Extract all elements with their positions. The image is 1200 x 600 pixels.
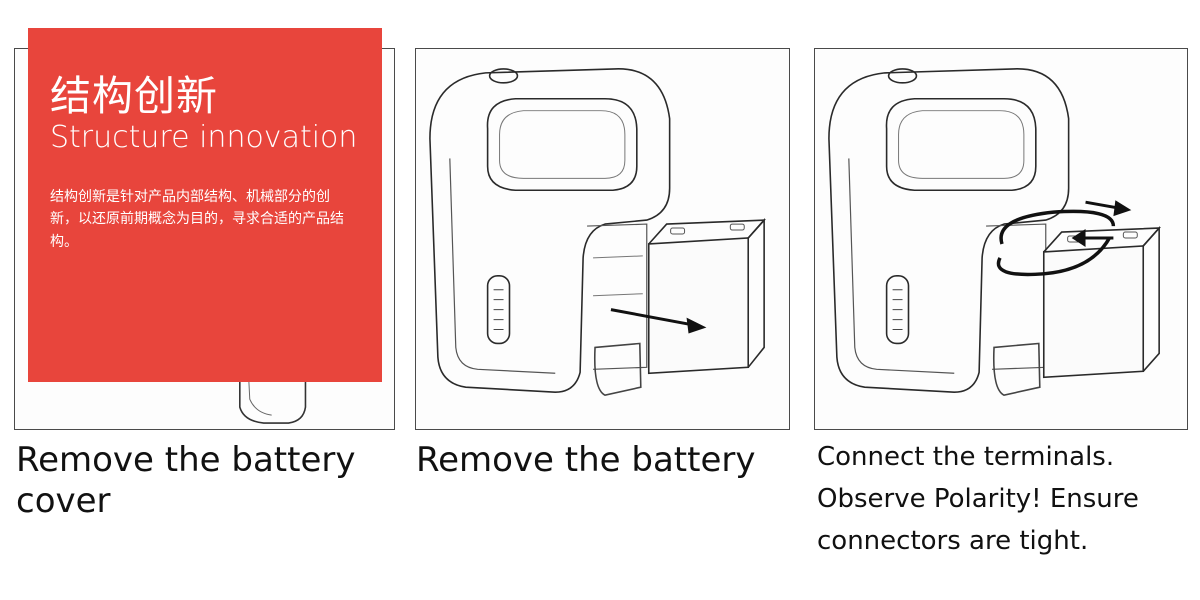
device-sketch-1 (239, 377, 307, 424)
step-3-illustration (814, 48, 1188, 430)
card-description: 结构创新是针对产品内部结构、机械部分的创新，以还原前期概念为目的，寻求合适的产品… (50, 188, 344, 251)
structure-innovation-card: 结构创新 Structure innovation 结构创新是针对产品内部结构、… (28, 28, 382, 382)
device-sketch-2 (429, 68, 766, 397)
step-3-caption: Connect the terminals. Observe Polarity!… (817, 442, 1139, 557)
card-title-chinese: 结构创新 (50, 72, 218, 120)
step-1-caption: Remove the battery cover (16, 440, 356, 522)
step-2-illustration (415, 48, 790, 430)
card-title-english: Structure innovation (50, 120, 358, 156)
device-sketch-3 (828, 68, 1161, 396)
step-2-caption: Remove the battery (416, 440, 756, 480)
